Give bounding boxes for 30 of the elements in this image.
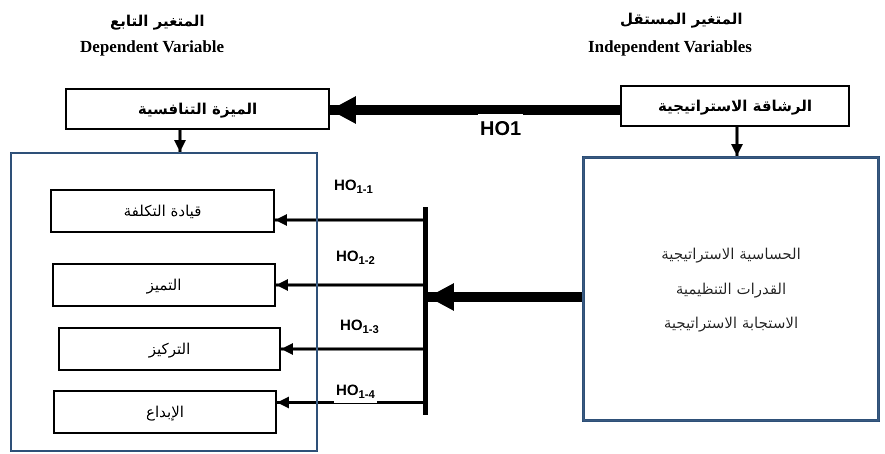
arrow [277, 396, 423, 408]
node-text: الرشاقة الاستراتيجية [658, 96, 812, 117]
arrow [174, 130, 186, 152]
arrow [275, 214, 423, 226]
dimension-box [52, 263, 276, 307]
node-text: قيادة التكلفة [124, 200, 202, 222]
container-box [10, 152, 318, 452]
node-text: التميز [146, 274, 182, 296]
node-text: القدرات التنظيمية [676, 278, 786, 300]
node-text: التركيز [148, 338, 190, 360]
arrow [281, 343, 423, 355]
node-text: الميزة التنافسية [138, 98, 258, 120]
variable-box [65, 88, 330, 130]
arrow [276, 279, 423, 291]
column-heading: المتغير التابع [110, 11, 205, 32]
dimension-box [50, 189, 275, 233]
column-heading: Dependent Variable [80, 36, 224, 58]
variable-box [620, 85, 850, 127]
dimension-box [58, 327, 281, 371]
column-heading: المتغير المستقل [620, 9, 742, 30]
thick-arrow [330, 96, 620, 124]
dimension-box [53, 390, 277, 434]
node-text: الاستجابة الاستراتيجية [664, 313, 798, 334]
thick-arrow [428, 283, 582, 311]
column-heading: Independent Variables [588, 36, 752, 58]
node-text: الحساسية الاستراتيجية [661, 244, 801, 266]
arrow [731, 127, 743, 156]
container-box [582, 156, 880, 422]
junction-bar [423, 207, 428, 415]
node-text: الإبداع [146, 402, 184, 423]
